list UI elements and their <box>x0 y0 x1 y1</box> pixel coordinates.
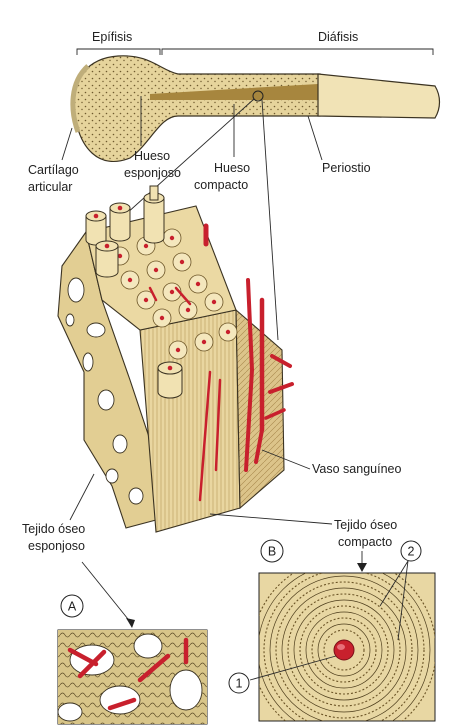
zoom-circle <box>252 90 264 102</box>
spongy-tissue-side <box>57 230 157 529</box>
leader-marker-2 <box>379 560 409 641</box>
panel-b-letter: B <box>268 545 276 559</box>
marrow-cavity <box>150 84 318 100</box>
label-vaso: Vaso sanguíneo <box>312 462 401 476</box>
central-canal <box>333 639 355 661</box>
osteon-grid <box>110 228 238 360</box>
epifisis-bracket <box>76 48 161 55</box>
periosteum-shaft <box>317 73 441 119</box>
label-hueso-esponjoso-2: esponjoso <box>124 166 181 180</box>
marker-1-badge <box>228 672 250 694</box>
osteon-cylinders <box>85 185 183 399</box>
leader-periostio <box>307 115 323 161</box>
label-cartilago-1: Cartílago <box>28 163 79 177</box>
panel-a-spongy-detail: A <box>57 594 208 725</box>
bone-block <box>57 185 294 533</box>
bone-body <box>72 55 321 163</box>
leader-marker-1 <box>249 655 337 681</box>
leader-tejido-esponjoso <box>69 473 95 521</box>
zoom-line-right <box>261 99 279 341</box>
label-cartilago-2: articular <box>28 180 72 194</box>
panel-a-badge <box>60 594 84 618</box>
marker-1-number: 1 <box>236 677 243 691</box>
panel-b-badge <box>260 539 284 563</box>
label-tejido-compacto-2: compacto <box>338 535 392 549</box>
label-diafisis: Diáfisis <box>318 30 358 44</box>
label-tejido-compacto-1: Tejido óseo <box>334 518 397 532</box>
marker-2-number: 2 <box>408 545 415 559</box>
marker-2-badge <box>400 540 422 562</box>
panel-b-osteon-detail: B 2 1 <box>228 539 436 722</box>
label-hueso-esponjoso-1: Hueso <box>134 149 170 163</box>
label-tejido-esponjoso-1: Tejido óseo <box>22 522 85 536</box>
label-epifisis: Epífisis <box>92 30 132 44</box>
panel-a-letter: A <box>68 600 77 614</box>
arrow-to-panel-b <box>357 551 367 572</box>
cartilage-rim <box>70 64 90 133</box>
blood-vessels <box>148 223 294 502</box>
label-hueso-compacto-1: Hueso <box>214 161 250 175</box>
leader-tejido-compacto <box>209 513 333 525</box>
arrow-to-panel-a <box>81 561 135 628</box>
leader-cartilago <box>61 127 73 161</box>
long-bone <box>70 48 441 163</box>
diafisis-bracket <box>161 48 434 55</box>
label-hueso-compacto-2: compacto <box>194 178 248 192</box>
leader-vaso <box>261 449 311 470</box>
label-tejido-esponjoso-2: esponjoso <box>28 539 85 553</box>
compact-front-face <box>139 309 241 533</box>
label-periostio: Periostio <box>322 161 371 175</box>
